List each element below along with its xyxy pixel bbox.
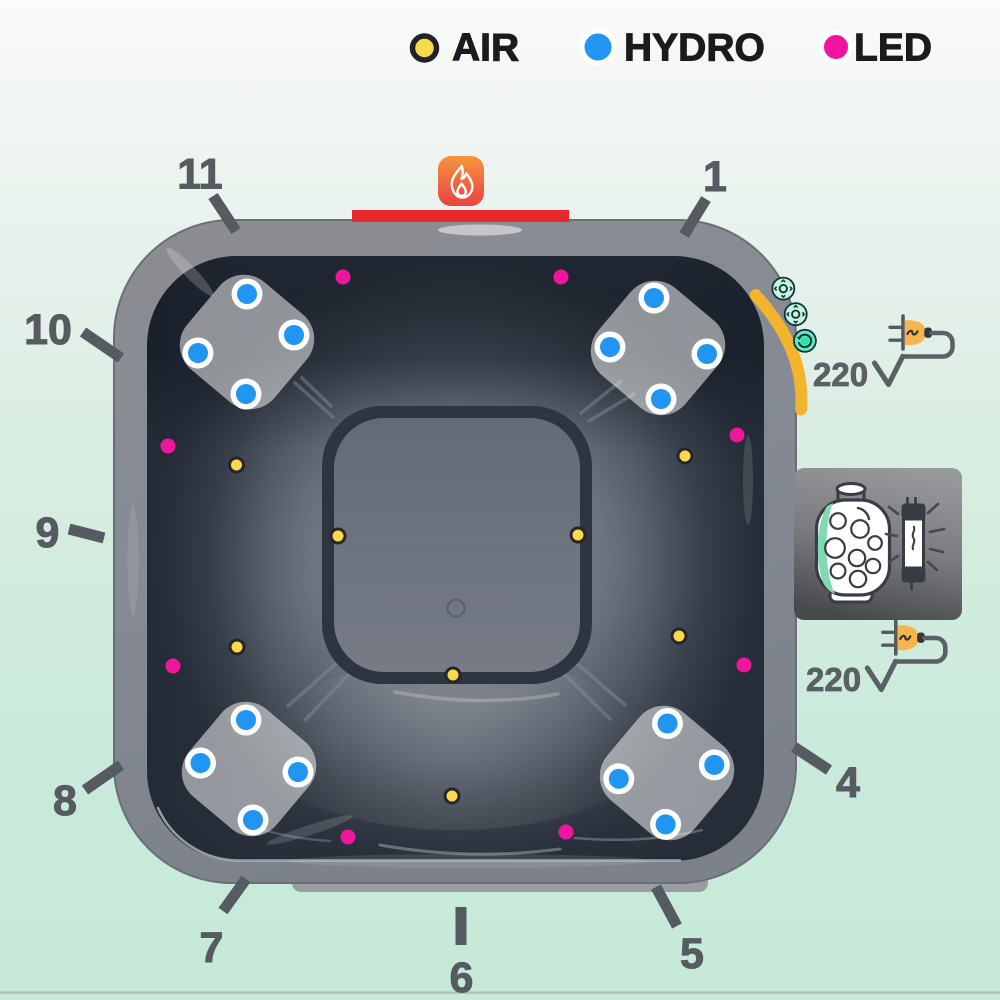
- svg-text:5: 5: [680, 930, 704, 978]
- svg-text:4: 4: [836, 759, 860, 807]
- svg-text:6: 6: [450, 954, 474, 1000]
- svg-text:AIR: AIR: [452, 27, 519, 70]
- svg-text:220: 220: [806, 661, 861, 698]
- svg-text:11: 11: [177, 151, 222, 199]
- svg-text:HYDRO: HYDRO: [624, 27, 765, 70]
- svg-text:7: 7: [200, 924, 224, 972]
- svg-text:LED: LED: [854, 27, 932, 70]
- svg-text:9: 9: [36, 509, 60, 557]
- svg-text:10: 10: [24, 306, 72, 354]
- svg-text:220: 220: [813, 356, 868, 393]
- svg-text:1: 1: [703, 153, 727, 201]
- svg-text:8: 8: [53, 777, 77, 825]
